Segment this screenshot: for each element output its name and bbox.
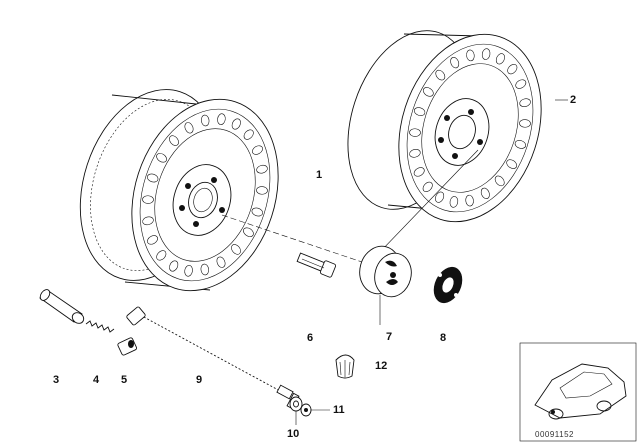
leader-lines [221,99,568,425]
part-label-11: 11 [333,404,345,416]
vent-hole [243,129,254,140]
vent-hole [169,135,179,146]
wheel-1-vent-holes [142,113,268,277]
vent-hole [514,140,527,149]
vent-hole [413,167,425,177]
vent-hole [243,227,254,237]
vent-hole [217,113,226,125]
valve-nut-small [300,403,312,417]
part-label-12: 12 [375,360,388,372]
vent-hole [201,114,210,127]
vent-hole [409,128,421,137]
vent-hole [506,159,518,169]
part-label-6: 6 [307,332,314,344]
vent-hole [435,69,446,81]
part-label-5: 5 [121,374,128,386]
vent-hole [184,265,193,277]
vent-hole [147,235,158,245]
hub-cap [359,245,412,298]
vent-hole [519,119,531,128]
vent-hole [156,153,167,163]
vent-hole [184,122,194,134]
vent-hole [156,250,167,261]
vent-hole [252,145,263,155]
vent-hole [231,244,241,255]
vent-hole [147,173,159,183]
vent-hole [169,260,179,272]
vent-hole [507,63,518,75]
inset-reference-number: 00091152 [535,430,574,439]
vent-hole [422,181,433,193]
vent-hole [231,118,241,130]
vent-hole [494,175,505,187]
vent-hole [409,149,421,158]
vent-hole [413,107,426,116]
vent-hole [251,207,263,217]
part-label-4: 4 [93,374,100,386]
vent-hole [449,196,459,208]
vent-hole [466,49,475,62]
valve-washer [289,396,303,412]
vent-hole [495,53,505,65]
vent-hole [422,87,434,97]
vent-hole [465,194,474,207]
vent-hole [256,186,268,195]
part-label-1: 1 [316,169,323,181]
vent-hole [480,187,490,199]
valve-cap-small [335,354,355,379]
valve-nut [117,337,138,356]
vent-hole [519,98,531,107]
vent-hole [256,164,268,174]
wheel-2-vent-holes [409,48,531,208]
part-label-7: 7 [386,331,393,343]
valve-cap [39,289,85,324]
emblem-ring [433,266,463,304]
valve-core [85,320,115,333]
vent-hole [515,79,527,89]
vent-hole [200,263,209,276]
vent-hole [450,57,460,69]
vent-hole [142,195,154,204]
vent-hole [435,191,445,203]
part-label-10: 10 [287,428,300,440]
steel-wheel-1 [79,89,279,292]
steel-wheel-2 [347,30,542,223]
part-label-9: 9 [196,374,203,386]
part-label-3: 3 [53,374,60,386]
valve-extension-hose [126,306,300,410]
wheel-bolt [296,252,337,278]
vehicle-inset [519,342,637,442]
part-label-8: 8 [440,332,447,344]
vent-hole [142,216,154,226]
part-label-2: 2 [570,94,577,106]
vent-hole [481,48,491,60]
vent-hole [216,256,226,268]
